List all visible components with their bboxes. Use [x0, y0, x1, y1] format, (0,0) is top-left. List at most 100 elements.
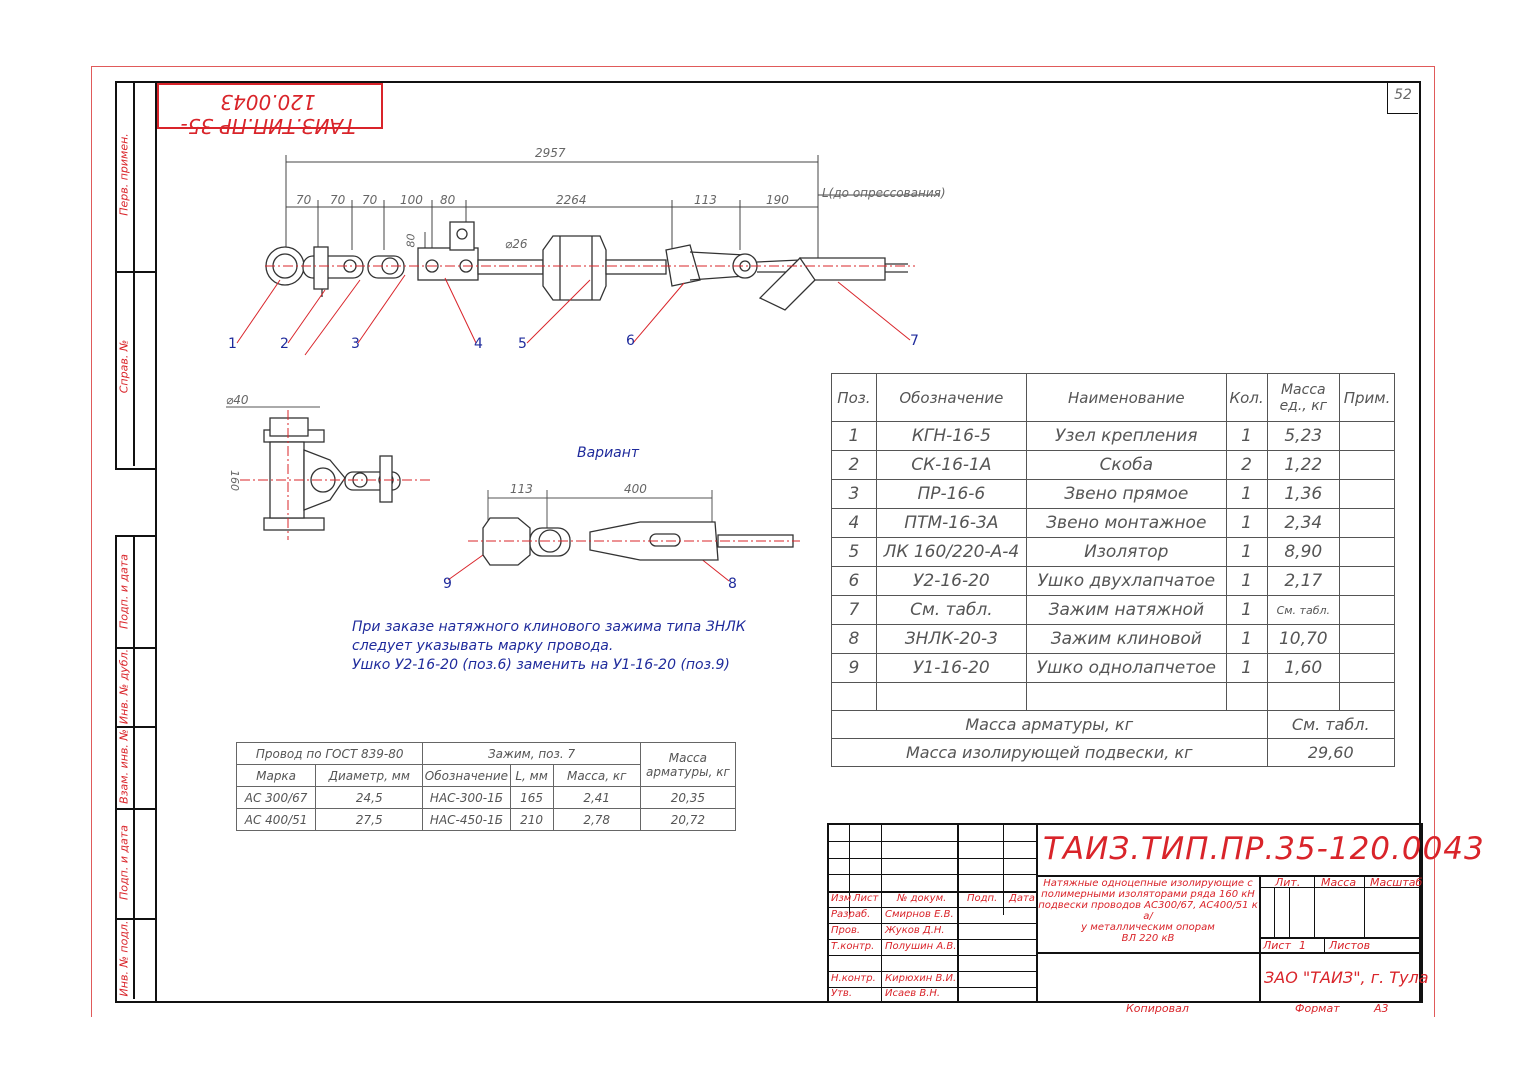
format-value: А3	[1374, 1002, 1389, 1015]
spec-cell-pos: 4	[831, 508, 877, 538]
dim-6: 2264	[556, 193, 587, 207]
wire-cell: НАС-300-1Б	[422, 786, 511, 809]
dim-v113: 113	[510, 482, 533, 496]
spec-cell-mass: 10,70	[1266, 624, 1341, 654]
note-line: следует указывать марку провода.	[352, 638, 614, 654]
position-number: 4	[474, 336, 483, 352]
spec-cell-designation: КГН-16-5	[875, 421, 1027, 451]
specification-table: Поз. Обозначение Наименование Кол. Масса…	[831, 373, 1396, 767]
stamp-col-header: № докум.	[897, 893, 947, 904]
wire-header-wire: Провод по ГОСТ 839-80	[235, 742, 424, 765]
stamp-company: ЗАО "ТАИЗ", г. Тула	[1264, 968, 1429, 987]
stamp-title-line: Натяжные одноцепные изолирующие с	[1043, 878, 1253, 889]
position-number: 5	[518, 336, 527, 352]
stamp-col-header: Лист	[853, 893, 879, 904]
stamp-role: Т.контр.	[831, 941, 875, 952]
spec-cell-name: Звено монтажное	[1025, 508, 1227, 538]
spec-cell-pos: 6	[831, 566, 877, 596]
spec-cell-name: Звено прямое	[1025, 479, 1227, 509]
spec-mass-suspension-label: Масса изолирующей подвески, кг	[831, 738, 1268, 767]
dim-total: 2957	[535, 146, 566, 160]
wire-cell: 24,5	[315, 786, 424, 809]
dim-L-label: L(до опрессования)	[822, 186, 946, 200]
spec-cell-note	[1339, 653, 1395, 683]
spec-cell-name: Ушко двухлапчатое	[1025, 566, 1227, 596]
spec-cell-designation: ЛК 160/220-А-4	[875, 537, 1027, 567]
side-box-signatures	[115, 535, 157, 1003]
spec-cell-designation: ПР-16-6	[875, 479, 1027, 509]
spec-header-note: Прим.	[1339, 373, 1395, 422]
stamp-person: Смирнов Е.В.	[885, 909, 954, 920]
spec-cell-name: Скоба	[1025, 450, 1227, 480]
variant-position-number: 8	[728, 576, 737, 592]
spec-mass-fittings-value: См. табл.	[1266, 710, 1396, 739]
spec-cell-designation: СК-16-1А	[875, 450, 1027, 480]
sheet-number-box	[1387, 81, 1418, 114]
dim-3: 70	[362, 193, 378, 207]
wire-cell: АС 300/67	[235, 786, 317, 809]
spec-cell-designation: У2-16-20	[875, 566, 1027, 596]
stamp-sheets: Листов	[1329, 939, 1371, 952]
outer-trim-frame	[91, 66, 1435, 1017]
position-number: 6	[626, 333, 635, 349]
stamp-col-header: Дата	[1009, 893, 1035, 904]
spec-mass-fittings-label: Масса арматуры, кг	[831, 710, 1268, 739]
spec-cell-designation: ПТМ-16-3А	[875, 508, 1027, 538]
spec-cell-pos: 5	[831, 537, 877, 567]
mirrored-designation-box	[157, 83, 383, 129]
stamp-person: Полушин А.В.	[885, 941, 957, 952]
wire-cell: 210	[509, 808, 554, 831]
dim-2: 70	[330, 193, 346, 207]
dim-1: 70	[296, 193, 312, 207]
stamp-mass: Масса	[1321, 876, 1357, 889]
order-note: При заказе натяжного клинового зажима ти…	[352, 618, 746, 675]
spec-cell-pos: 2	[831, 450, 877, 480]
spec-cell-pos: 3	[831, 479, 877, 509]
spec-cell-qty: 2	[1225, 450, 1268, 480]
spec-cell-note	[1339, 421, 1395, 451]
wire-header-clamp: Зажим, поз. 7	[422, 742, 641, 765]
spec-cell-note	[1339, 537, 1395, 567]
stamp-title-line: полимерными изоляторами ряда 160 кН	[1041, 889, 1255, 900]
spec-cell-name: Узел крепления	[1025, 421, 1227, 451]
position-number: 2	[280, 336, 289, 352]
format-label: Формат	[1295, 1002, 1340, 1015]
spec-cell-mass: 8,90	[1266, 537, 1341, 567]
spec-empty-row	[831, 682, 1395, 711]
spec-cell-qty: 1	[1225, 508, 1268, 538]
stamp-designation: ТАИЗ.ТИП.ПР.35-120.0043	[1043, 831, 1485, 867]
wire-cell: 165	[509, 786, 554, 809]
spec-cell-pos: 8	[831, 624, 877, 654]
spec-cell-note	[1339, 508, 1395, 538]
wire-sub-header: Диаметр, мм	[315, 764, 424, 787]
spec-cell-pos: 9	[831, 653, 877, 683]
spec-cell-name: Ушко однолапчетое	[1025, 653, 1227, 683]
spec-cell-qty: 1	[1225, 479, 1268, 509]
stamp-scale: Масштаб	[1370, 876, 1423, 889]
wire-sub-header: Марка	[235, 764, 317, 787]
wire-sub-header: Масса, кг	[552, 764, 641, 787]
copied-label: Копировал	[1126, 1002, 1189, 1015]
spec-cell-designation: У1-16-20	[875, 653, 1027, 683]
variant-label: Вариант	[577, 445, 640, 461]
position-number: 7	[910, 333, 919, 349]
wire-cell: 27,5	[315, 808, 424, 831]
stamp-title-line: у металлическим опорам	[1081, 922, 1215, 933]
spec-header-row: Поз. Обозначение Наименование Кол. Масса…	[831, 373, 1395, 422]
spec-cell-note	[1339, 450, 1395, 480]
stamp-col-header: Изм	[831, 893, 852, 904]
spec-header-mass: Масса ед., кг	[1266, 373, 1341, 422]
spec-cell-qty: 1	[1225, 624, 1268, 654]
stamp-role: Пров.	[831, 925, 861, 936]
side-box-first-use	[115, 81, 157, 470]
spec-cell-qty: 1	[1225, 537, 1268, 567]
spec-cell-note	[1339, 566, 1395, 596]
